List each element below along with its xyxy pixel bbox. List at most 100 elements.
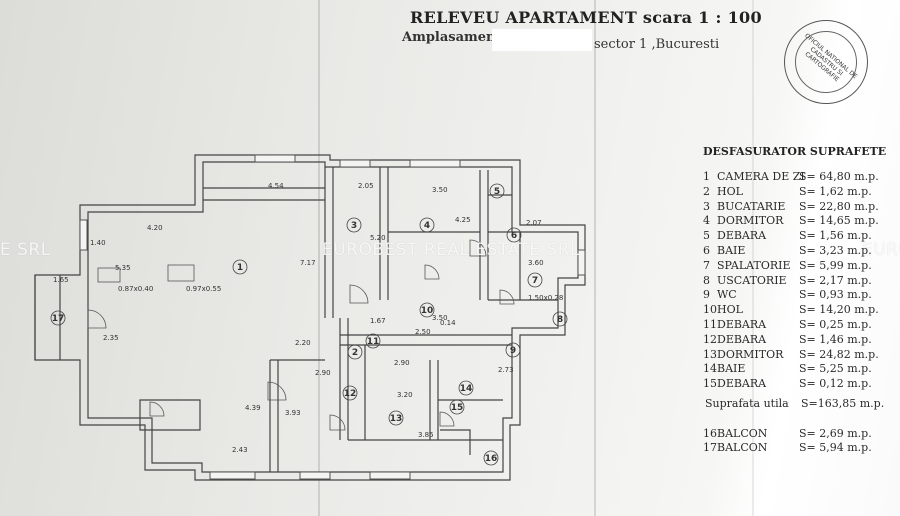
summary-row-name: BAIE	[717, 244, 746, 257]
summary-row-name: DEBARA	[717, 318, 767, 331]
summary-row-name: DEBARA	[717, 377, 767, 391]
dimension-label: 2.43	[232, 446, 248, 454]
dimension-label: 2.20	[295, 339, 311, 347]
svg-text:15: 15	[451, 403, 464, 413]
room-number-10: 10	[419, 302, 435, 318]
room-number-12: 12	[342, 385, 358, 401]
balcony-row-number: 17	[703, 441, 717, 454]
summary-row-name: CAMERA DE ZI	[717, 170, 805, 183]
balcony-row-area: S= 5,94 m.p.	[799, 441, 872, 454]
balcony-row-name: BALCON	[717, 427, 768, 440]
svg-text:12: 12	[344, 389, 357, 399]
dimension-label: 4.39	[245, 404, 261, 412]
summary-row-area: S= 0,12 m.p.	[799, 377, 872, 391]
svg-text:5: 5	[494, 187, 500, 197]
summary-row-area: S= 0,93 m.p.	[799, 288, 872, 302]
paper-fold-line	[594, 0, 596, 516]
dimension-label: 2.73	[498, 366, 514, 374]
total-area: S=163,85 m.p.	[801, 397, 885, 410]
total-label: Suprafata utila	[705, 397, 789, 410]
summary-row-number: 11	[703, 318, 717, 331]
svg-text:16: 16	[485, 454, 498, 464]
dimension-label: 2.90	[315, 369, 331, 377]
summary-row-number: 4	[703, 214, 710, 228]
summary-row-name: DORMITOR	[717, 347, 784, 361]
summary-row-area: S= 1,62 m.p.	[799, 184, 872, 198]
plan-doors	[87, 239, 515, 431]
room-number-16: 16	[483, 450, 499, 466]
address-rest: sector 1 ,Bucuresti	[594, 37, 720, 52]
watermark-left: E SRL	[0, 240, 51, 260]
dimension-label: 3.93	[285, 409, 301, 417]
dimension-label: 1.65	[53, 276, 69, 284]
summary-row-name: DORMITOR	[717, 214, 784, 228]
summary-row-area: S= 24,82 m.p.	[799, 347, 879, 361]
summary-row-name: USCATORIE	[717, 273, 787, 287]
svg-text:4: 4	[424, 221, 430, 231]
paper-edge-line	[752, 0, 754, 516]
dimension-label: 2.05	[358, 182, 374, 190]
room-number-9: 9	[505, 342, 521, 358]
svg-text:2: 2	[352, 348, 358, 358]
summary-title: DESFASURATOR SUPRAFETE	[703, 145, 887, 158]
room-number-15: 15	[449, 399, 465, 415]
summary-row-number: 8	[703, 273, 710, 287]
svg-text:8: 8	[557, 315, 563, 325]
room-number-6: 6	[506, 227, 522, 243]
summary-row-number: 10	[703, 303, 717, 317]
dimension-label: 5.20	[370, 234, 386, 242]
summary-row-area: S= 22,80 m.p.	[799, 199, 879, 213]
svg-text:10: 10	[421, 306, 434, 316]
svg-text:7: 7	[532, 276, 538, 286]
summary-row-area: S= 14,65 m.p.	[799, 214, 879, 228]
summary-row-number: 1	[703, 170, 710, 183]
summary-row-name: BAIE	[717, 362, 746, 376]
summary-row-name: DEBARA	[717, 229, 767, 243]
paper-fold-line	[318, 0, 320, 516]
summary-row-number: 12	[703, 332, 717, 346]
dimension-label: 4.25	[455, 216, 471, 224]
summary-row-area: S= 1,56 m.p.	[799, 229, 872, 243]
room-number-14: 14	[458, 380, 474, 396]
document-title: RELEVEU APARTAMENT scara 1 : 100	[410, 8, 762, 27]
svg-text:9: 9	[510, 346, 516, 356]
summary-row-number: 3	[703, 199, 710, 213]
dimension-label: 2.90	[394, 359, 410, 367]
summary-row-number: 5	[703, 229, 710, 243]
summary-row-area: S= 0,25 m.p.	[799, 318, 872, 331]
summary-row-area: S= 1,46 m.p.	[799, 332, 872, 346]
summary-row-area: S= 5,99 m.p.	[799, 258, 872, 272]
dimension-label: 0.14	[440, 319, 456, 327]
summary-row-name: DEBARA	[717, 332, 767, 346]
address-label: Amplasament :	[402, 30, 511, 45]
watermark-right: EURO	[862, 240, 900, 260]
dimension-label: 1.40	[90, 239, 106, 247]
redacted-address-box	[492, 29, 592, 51]
svg-text:3: 3	[351, 221, 357, 231]
dimension-label: 0.97x0.55	[186, 285, 221, 293]
dimension-label: 3.50	[432, 186, 448, 194]
svg-text:14: 14	[460, 384, 473, 394]
svg-text:1: 1	[237, 263, 243, 273]
watermark-center: EUROBEST REAL ESTATE SRL	[322, 240, 580, 260]
summary-row-number: 2	[703, 184, 710, 198]
dimension-label: 0.87x0.40	[118, 285, 153, 293]
summary-row-number: 9	[703, 288, 710, 302]
summary-row-name: SPALATORIE	[717, 258, 791, 272]
room-number-11: 11	[365, 333, 381, 349]
dimension-label: 3.85	[418, 431, 434, 439]
room-number-4: 4	[419, 217, 435, 233]
room-number-17: 17	[50, 310, 66, 326]
summary-row-area: S= 64,80 m.p.	[799, 170, 879, 183]
room-number-13: 13	[388, 410, 404, 426]
dimension-label: 1.50x0.28	[528, 294, 563, 302]
room-number-5: 5	[489, 183, 505, 199]
dimension-label: 2.50	[415, 328, 431, 336]
summary-total-row: Suprafata utila S=163,85 m.p.	[705, 397, 884, 410]
summary-row-area: S= 14,20 m.p.	[799, 303, 879, 317]
dimension-label: 3.20	[397, 391, 413, 399]
summary-row-name: WC	[717, 288, 737, 302]
